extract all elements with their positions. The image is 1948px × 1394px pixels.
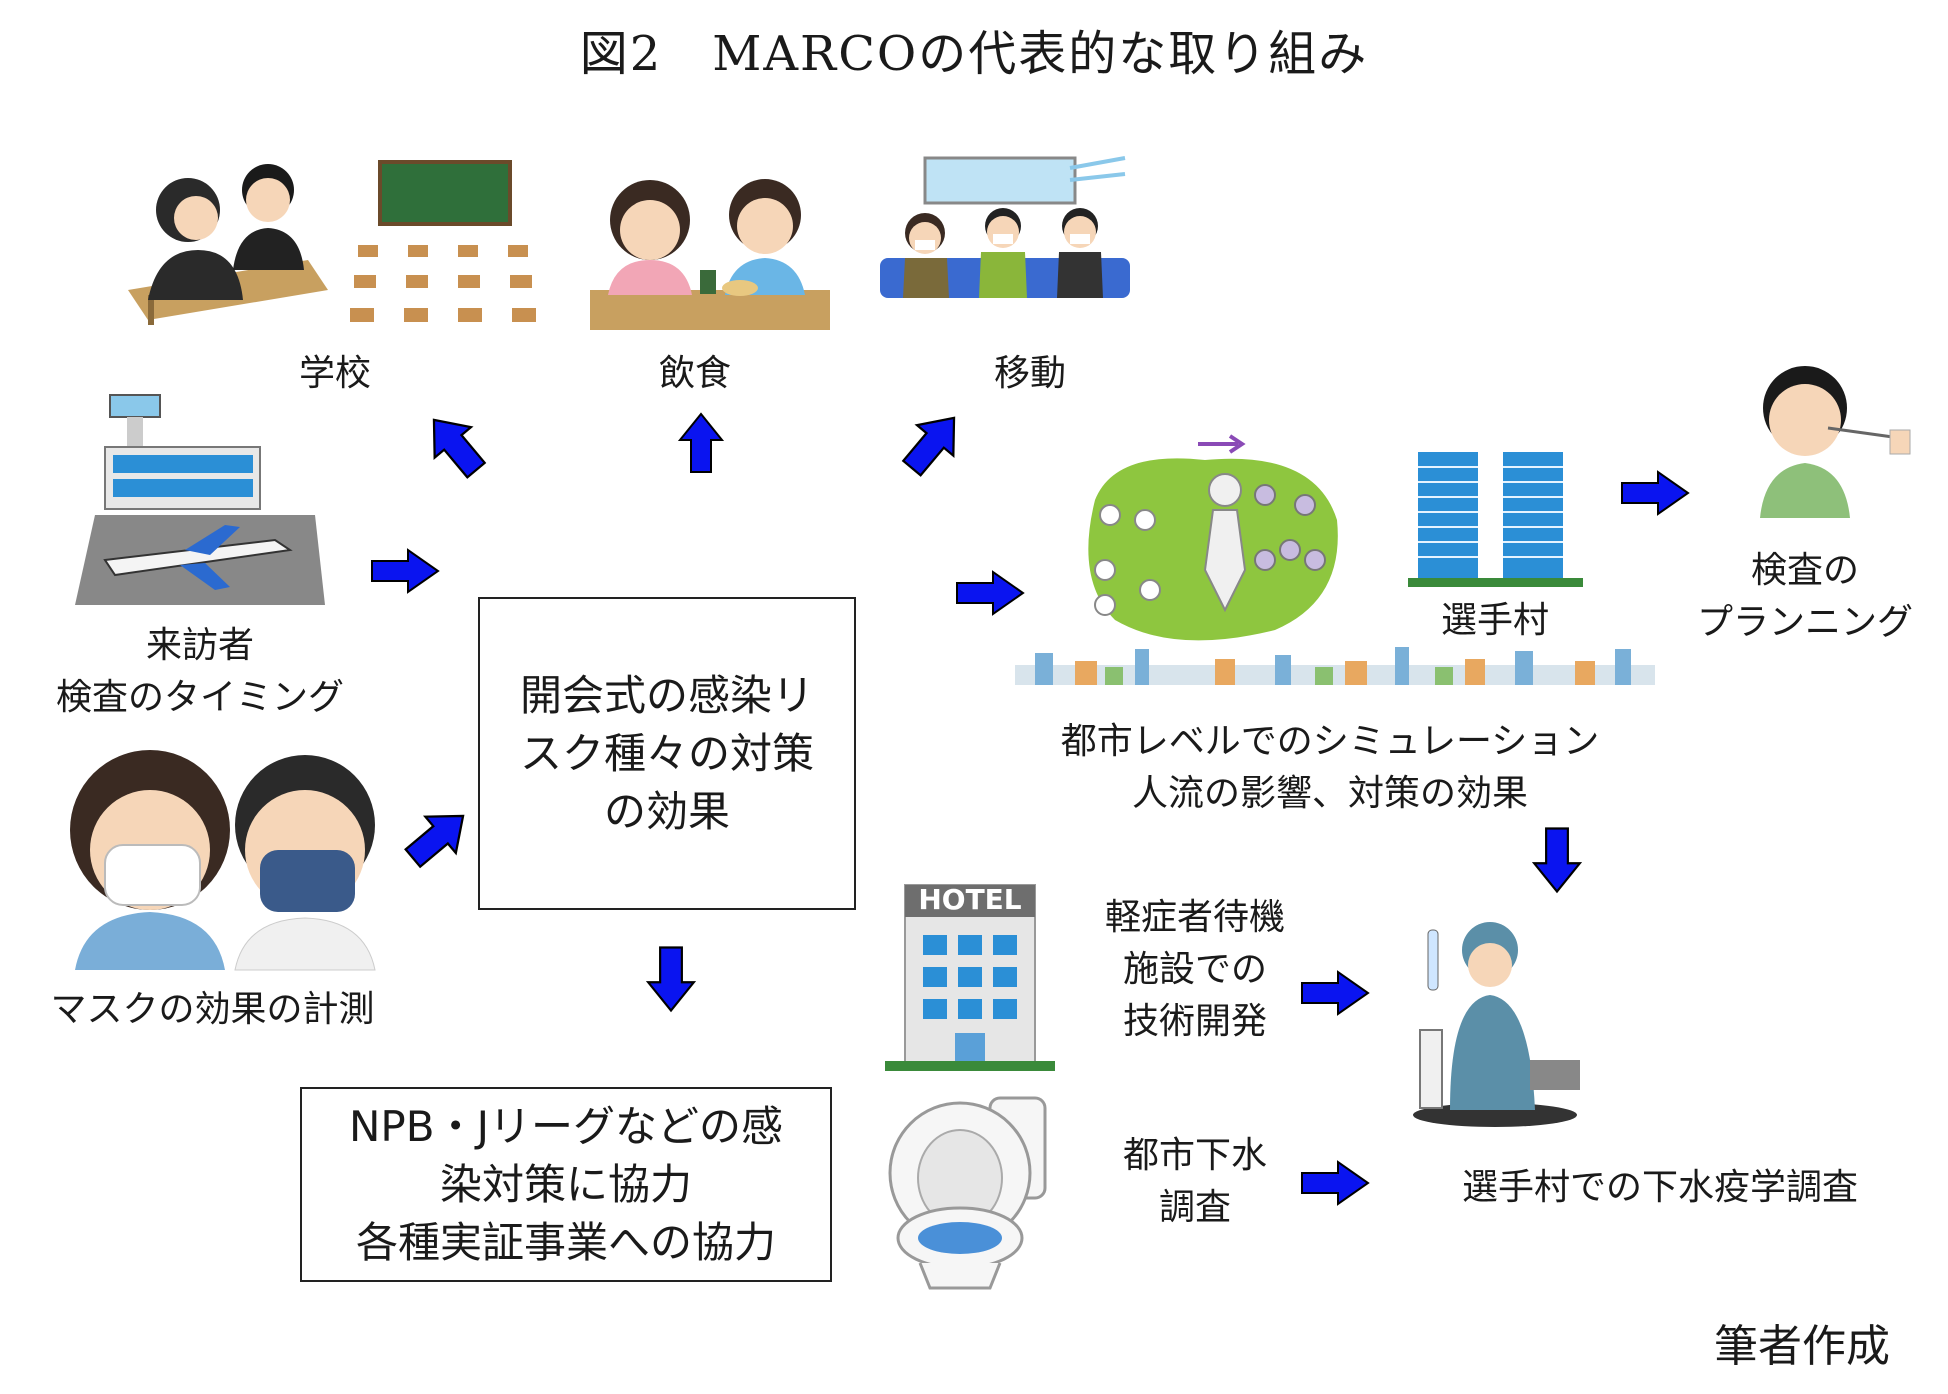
city-simulation-line-1: 都市レベルでのシミュレーション xyxy=(1060,721,1600,762)
credit-text: 筆者作成 xyxy=(1714,1321,1890,1372)
center-box-line-2: スク種々の対策 xyxy=(519,728,814,778)
arrow-up-left-icon xyxy=(432,418,487,479)
mask-label: マスクの効果の計測 xyxy=(50,989,375,1030)
athletes-village-buildings-illustration xyxy=(1408,452,1583,587)
visitor-label: 来訪者 検査のタイミング xyxy=(40,620,360,724)
hotel-illustration xyxy=(885,884,1055,1071)
center-box: 開会式の感染リ スク種々の対策 の効果 xyxy=(478,597,856,910)
village-sewage-label: 選手村での下水疫学調査 xyxy=(1461,1167,1858,1208)
sewage-line-2: 調査 xyxy=(1158,1187,1231,1228)
dining-illustration xyxy=(590,179,830,330)
arrow-up-icon xyxy=(677,412,725,473)
mild-facility-line-3: 技術開発 xyxy=(1122,1001,1267,1042)
hotel-sign: HOTEL xyxy=(918,883,1022,916)
arrow-right-icon xyxy=(371,548,440,594)
sewage-worker-illustration xyxy=(1413,922,1580,1127)
dining-label: 飲食 xyxy=(658,353,731,394)
airport-illustration xyxy=(75,394,325,605)
arrow-right-icon xyxy=(1621,470,1690,516)
visitor-label-line-1: 来訪者 xyxy=(145,625,254,666)
travel-label: 移動 xyxy=(993,353,1066,394)
diagram-title: 図2 MARCOの代表的な取り組み xyxy=(579,26,1369,82)
athletes-village-label: 選手村 xyxy=(1440,600,1549,641)
npb-box-line-2: 染対策に協力 xyxy=(439,1159,692,1209)
train-illustration xyxy=(880,156,1130,298)
movement-arrow-icon xyxy=(1198,434,1246,454)
sewage-line-1: 都市下水 xyxy=(1122,1135,1267,1176)
arrow-right-icon xyxy=(1301,1160,1370,1206)
arrow-down-icon xyxy=(1531,827,1583,894)
npb-box-line-1: NPB・Jリーグなどの感 xyxy=(349,1101,783,1151)
visitor-label-line-2: 検査のタイミング xyxy=(55,677,344,718)
center-box-line-3: の効果 xyxy=(603,786,730,836)
test-planning-line-2: プランニング xyxy=(1696,602,1913,643)
mild-facility-line-2: 施設での xyxy=(1122,949,1267,990)
mild-facility-line-1: 軽症者待機 xyxy=(1104,897,1285,938)
school-label: 学校 xyxy=(298,353,371,394)
city-simulation-line-2: 人流の影響、対策の効果 xyxy=(1131,773,1528,814)
arrow-down-icon xyxy=(645,946,697,1013)
mask-people-illustration xyxy=(70,750,376,971)
toilet-illustration xyxy=(888,1096,1047,1290)
npb-box-line-3: 各種実証事業への協力 xyxy=(355,1217,776,1267)
arrow-right-icon xyxy=(956,570,1025,616)
city-skyline-illustration xyxy=(1015,647,1655,685)
npb-box: NPB・Jリーグなどの感 染対策に協力 各種実証事業への協力 xyxy=(300,1087,832,1282)
arrow-up-right-icon xyxy=(901,416,956,477)
swab-test-illustration xyxy=(1760,366,1911,518)
school-illustration xyxy=(128,160,536,325)
mild-facility-label: 軽症者待機 施設での 技術開発 xyxy=(1075,892,1315,1048)
test-planning-line-1: 検査の xyxy=(1750,550,1859,591)
city-simulation-label: 都市レベルでのシミュレーション 人流の影響、対策の効果 xyxy=(1030,716,1630,820)
arrow-up-right-icon xyxy=(404,814,465,869)
arrow-right-icon xyxy=(1301,970,1370,1016)
city-simulation-illustration xyxy=(1088,458,1338,641)
center-box-line-1: 開会式の感染リ xyxy=(519,670,814,720)
sewage-label: 都市下水 調査 xyxy=(1095,1130,1295,1234)
test-planning-label: 検査の プランニング xyxy=(1680,545,1930,649)
